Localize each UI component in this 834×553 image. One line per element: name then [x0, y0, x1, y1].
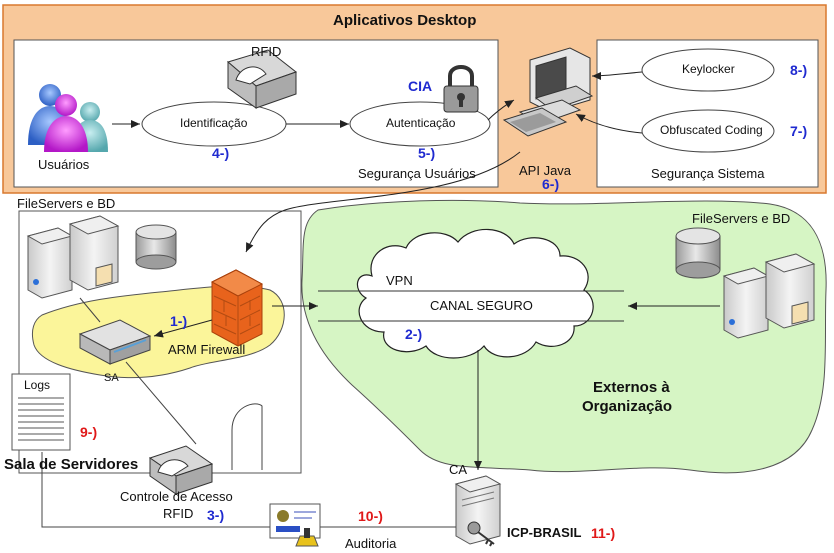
obfuscated-label: Obfuscated Coding [660, 123, 763, 137]
step-4-label: 4-) [212, 145, 230, 161]
api-java-label: API Java [519, 163, 572, 178]
logs-document-icon [11, 373, 71, 451]
identification-label: Identificação [180, 116, 248, 130]
arrow-firewall-switch [153, 319, 213, 338]
arrow-obfuscated-computer [575, 113, 643, 134]
cia-label: CIA [408, 78, 433, 94]
rfid-top-label: RFID [251, 44, 282, 59]
logs-label: Logs [24, 378, 51, 392]
left-fileservers-label: FileServers e BD [17, 196, 116, 211]
sa-switch-icon [78, 319, 152, 365]
vpn-label: VPN [386, 273, 413, 288]
audit-connection [41, 452, 290, 528]
step-11-label: 11-) [591, 525, 616, 541]
arrow-keylocker-computer [591, 71, 643, 80]
authentication-label: Autenticação [386, 116, 456, 130]
right-database-icon [675, 227, 721, 279]
step-3-label: 3-) [207, 507, 225, 523]
lock-icon [443, 65, 479, 113]
rfid-bottom-label: RFID [163, 506, 194, 521]
secure-channel-label: CANAL SEGURO [430, 298, 533, 313]
computer-icon [502, 47, 594, 137]
desktop-apps-title: Aplicativos Desktop [333, 12, 477, 29]
vpn-cloud [356, 228, 594, 359]
step-10-label: 10-) [358, 508, 383, 524]
ca-label: CA [449, 462, 468, 477]
user-security-label: Segurança Usuários [358, 166, 476, 181]
sa-label: SA [104, 372, 119, 384]
rfid-access-control-icon [148, 445, 214, 495]
door-arc [231, 403, 263, 470]
firewall-icon [210, 269, 264, 347]
right-fileservers-label: FileServers e BD [692, 211, 791, 226]
keylocker-label: Keylocker [682, 62, 735, 76]
external-label-line1: Externos à [593, 379, 670, 396]
firewall-label: ARM Firewall [168, 342, 246, 357]
rfid-reader-icon [226, 49, 298, 109]
keylocker-ellipse [641, 48, 775, 92]
step-9-label: 9-) [80, 424, 98, 440]
step-2-label: 2-) [405, 326, 423, 342]
audit-label: Auditoria [345, 536, 397, 551]
right-servers-icon [722, 253, 816, 339]
system-security-label: Segurança Sistema [651, 166, 765, 181]
arrow-api-firewall [245, 151, 521, 253]
obfuscated-ellipse [641, 109, 775, 153]
step-1-label: 1-) [170, 313, 188, 329]
audit-certificate-icon [269, 503, 321, 547]
link-switch-rfid [125, 361, 197, 445]
authentication-ellipse [349, 101, 491, 147]
arrow-authentication-computer [487, 99, 515, 121]
step-6-label: 6-) [542, 176, 560, 192]
access-control-label: Controle de Acesso [120, 489, 233, 504]
icp-brasil-label: ICP-BRASIL [507, 525, 582, 540]
server-room-label: Sala de Servidores [4, 456, 139, 473]
left-database-icon [135, 224, 177, 270]
step-8-label: 8-) [790, 62, 808, 78]
key-icon [467, 521, 495, 547]
users-label: Usuários [38, 157, 90, 172]
external-label-line2: Organização [582, 398, 673, 415]
step-7-label: 7-) [790, 123, 808, 139]
link-server-switch [79, 297, 101, 323]
ca-server-icon [454, 475, 502, 545]
left-servers-icon [26, 215, 120, 299]
users-icon [28, 84, 108, 152]
step-5-label: 5-) [418, 145, 436, 161]
